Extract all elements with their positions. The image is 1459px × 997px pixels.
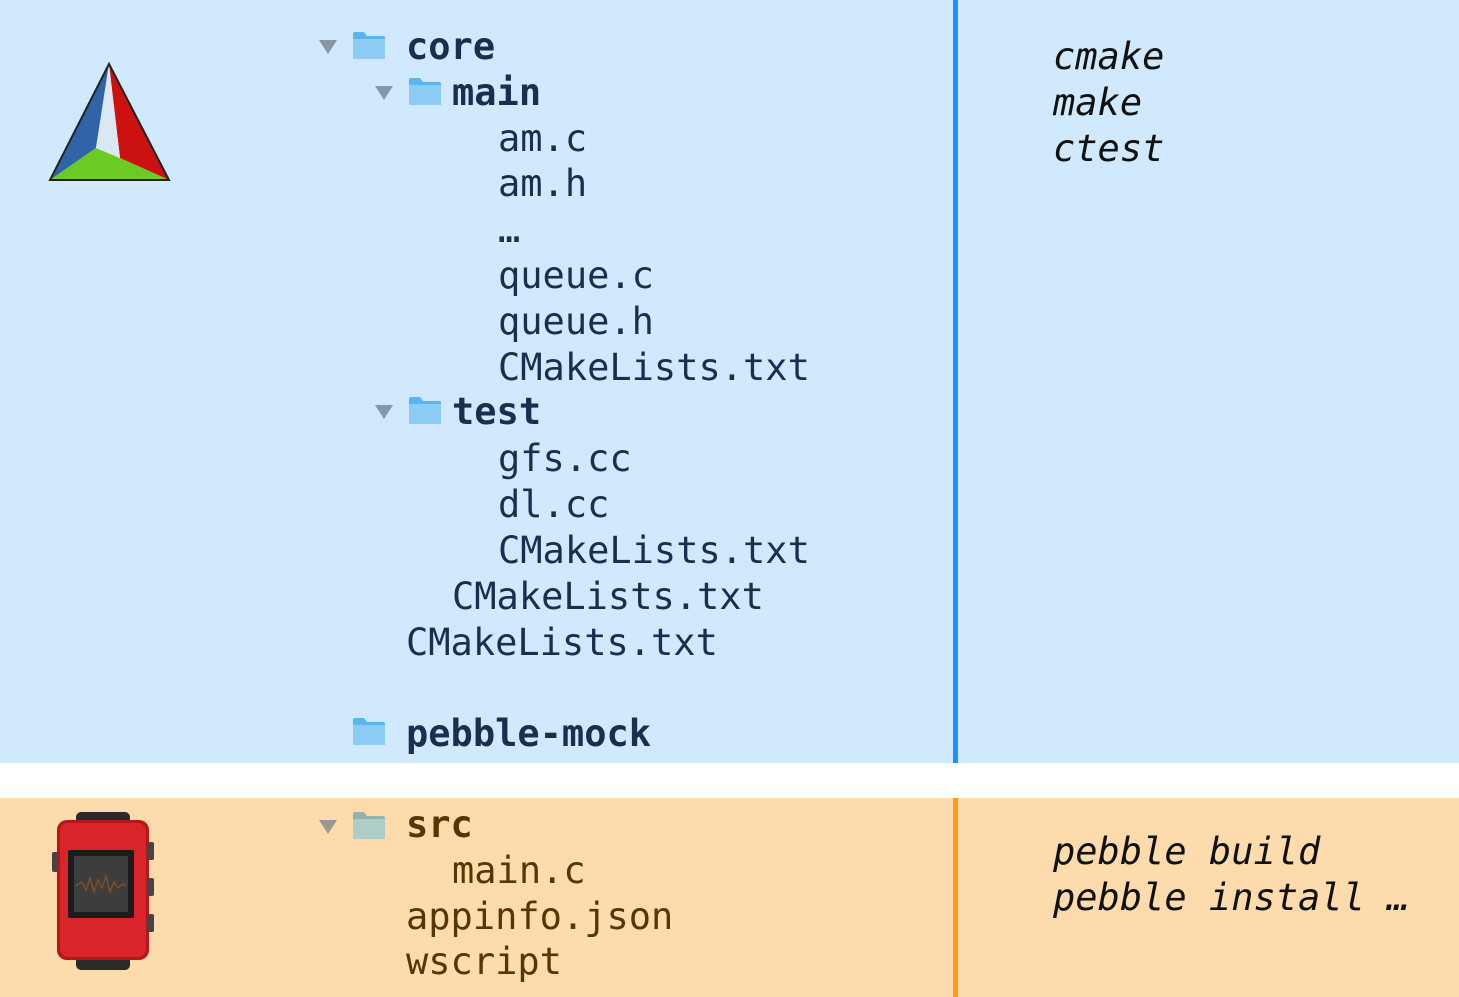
folder-src[interactable]: src: [406, 803, 473, 846]
folder-icon: [353, 32, 385, 59]
command-make: make: [1053, 81, 1143, 124]
pebble-section: src main.c appinfo.json wscript pebble b…: [0, 798, 1459, 997]
expand-core-chevron-icon[interactable]: [319, 40, 337, 54]
folder-main[interactable]: main: [452, 71, 542, 114]
command-pebble-build: pebble build: [1053, 830, 1321, 873]
command-cmake: cmake: [1053, 35, 1165, 78]
folder-pebble-mock[interactable]: pebble-mock: [406, 712, 652, 755]
folder-icon: [353, 812, 385, 839]
file-main-c[interactable]: main.c: [452, 849, 586, 892]
folder-icon: [353, 718, 385, 745]
command-ctest: ctest: [1053, 127, 1165, 170]
command-pebble-install: pebble install …: [1053, 876, 1410, 919]
expand-test-chevron-icon[interactable]: [375, 405, 393, 419]
folder-icon: [409, 397, 441, 424]
pebble-watch-icon: [52, 812, 154, 970]
expand-src-chevron-icon[interactable]: [319, 820, 337, 834]
file-main-cmakelists[interactable]: CMakeLists.txt: [498, 346, 810, 389]
file-test-cmakelists[interactable]: CMakeLists.txt: [498, 529, 810, 572]
folder-icon: [409, 78, 441, 105]
file-root-cmakelists[interactable]: CMakeLists.txt: [406, 621, 718, 664]
file-am-c[interactable]: am.c: [498, 117, 588, 160]
file-am-h[interactable]: am.h: [498, 162, 588, 205]
folder-core[interactable]: core: [406, 25, 496, 68]
file-wscript[interactable]: wscript: [406, 940, 562, 983]
pebble-divider: [953, 798, 958, 997]
file-queue-c[interactable]: queue.c: [498, 254, 654, 297]
cmake-divider: [953, 0, 958, 763]
file-queue-h[interactable]: queue.h: [498, 300, 654, 343]
file-gfs-cc[interactable]: gfs.cc: [498, 437, 632, 480]
cmake-section: core main am.c am.h … queue.c queue.h CM…: [0, 0, 1459, 763]
expand-main-chevron-icon[interactable]: [375, 86, 393, 100]
ellipsis: …: [498, 208, 521, 251]
file-core-cmakelists[interactable]: CMakeLists.txt: [452, 575, 764, 618]
folder-test[interactable]: test: [452, 390, 542, 433]
file-dl-cc[interactable]: dl.cc: [498, 483, 610, 526]
cmake-logo-icon: [48, 61, 171, 181]
file-appinfo-json[interactable]: appinfo.json: [406, 895, 674, 938]
